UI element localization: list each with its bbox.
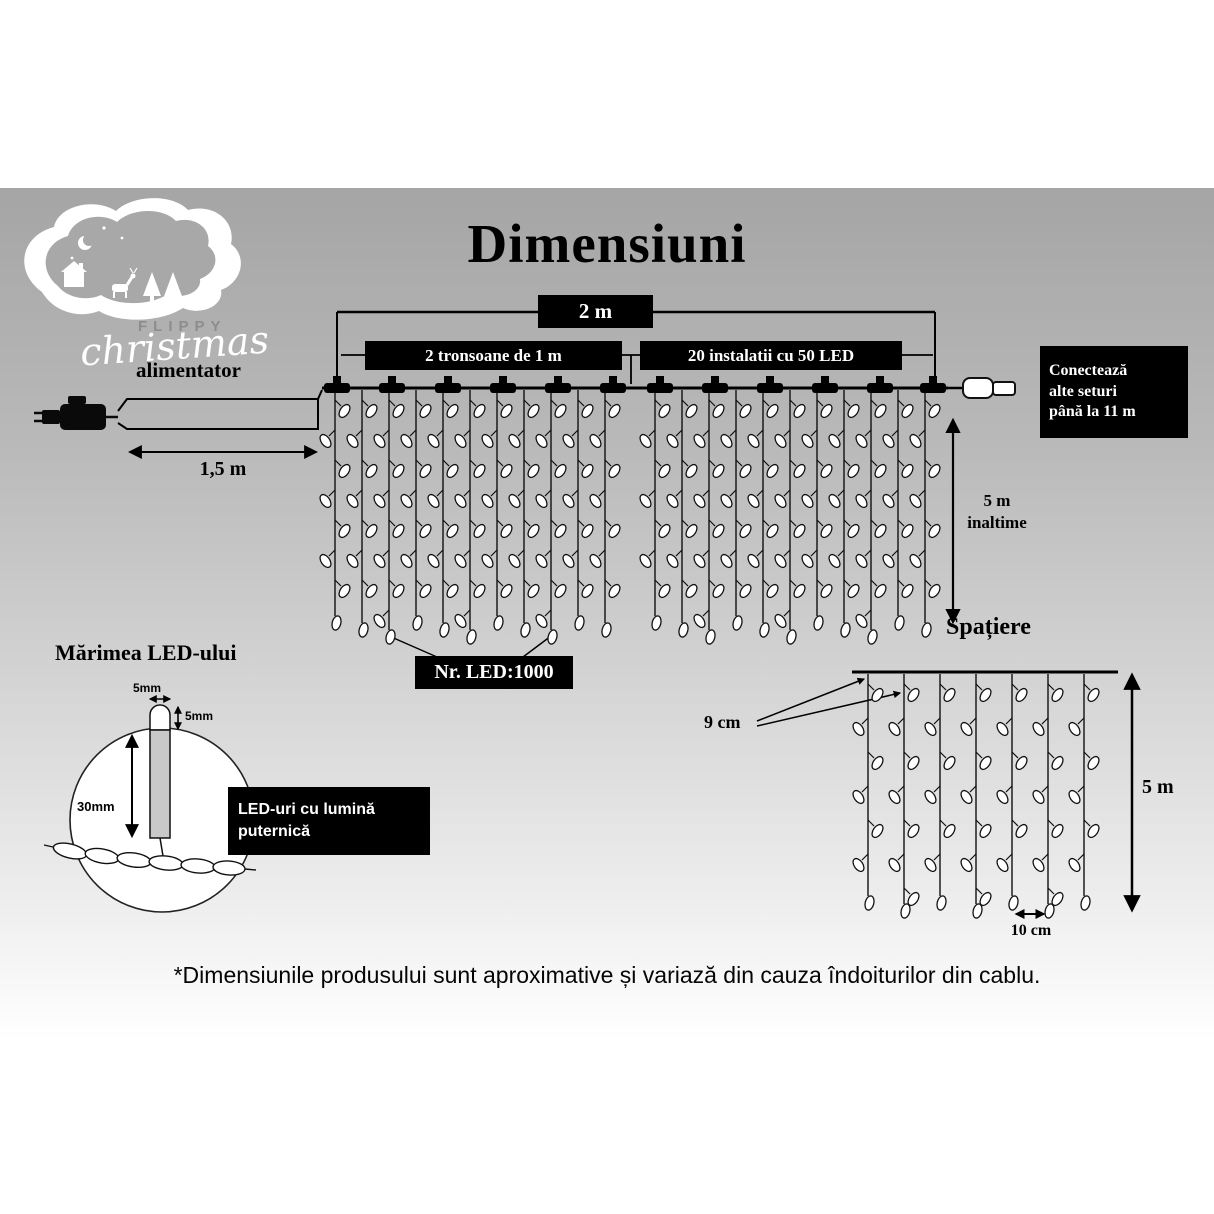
end-connector-icon [948, 377, 1016, 399]
led-bulb-icon [125, 695, 182, 857]
cap-width-label: 5mm [133, 681, 162, 695]
bottom-gap-label: 10 cm [1010, 922, 1052, 939]
brand-name: FLIPPY [138, 318, 227, 335]
lead-length-label: 1,5 m [199, 458, 247, 480]
height-label: 5 m inaltime [967, 491, 1027, 533]
led-note: LED-uri cu lumină puternică [228, 787, 430, 855]
top-gap-label: 9 cm [704, 712, 741, 732]
sections-label: 2 tronsoane de 1 m [365, 341, 622, 370]
disclaimer-text: *Dimensiunile produsului sunt aproximati… [173, 962, 1041, 988]
main-curtain [319, 376, 946, 645]
power-adapter-label: alimentator [136, 358, 241, 382]
led-count-label: Nr. LED:1000 [415, 656, 573, 689]
installations-label: 20 instalatii cu 50 LED [640, 341, 902, 370]
spacing-curtain [852, 674, 1100, 919]
cap-height-label: 5mm [185, 709, 214, 723]
page-title: Dimensiuni [467, 213, 747, 274]
connect-note: Conectează alte seturi până la 11 m [1040, 346, 1188, 438]
body-height-label: 30mm [77, 799, 115, 814]
power-adapter-icon [34, 396, 118, 430]
spacing-structure [756, 670, 1141, 919]
spacing-height-label: 5 m [1142, 776, 1174, 798]
total-width-label: 2 m [538, 295, 653, 328]
dimension-arrows [127, 417, 961, 658]
logo-scene-icon [24, 198, 241, 320]
spacing-heading: Spațiere [946, 614, 1031, 640]
power-cable [117, 389, 323, 430]
led-size-heading: Mărimea LED-ului [55, 640, 237, 665]
twisted-wire-icon [43, 842, 257, 876]
